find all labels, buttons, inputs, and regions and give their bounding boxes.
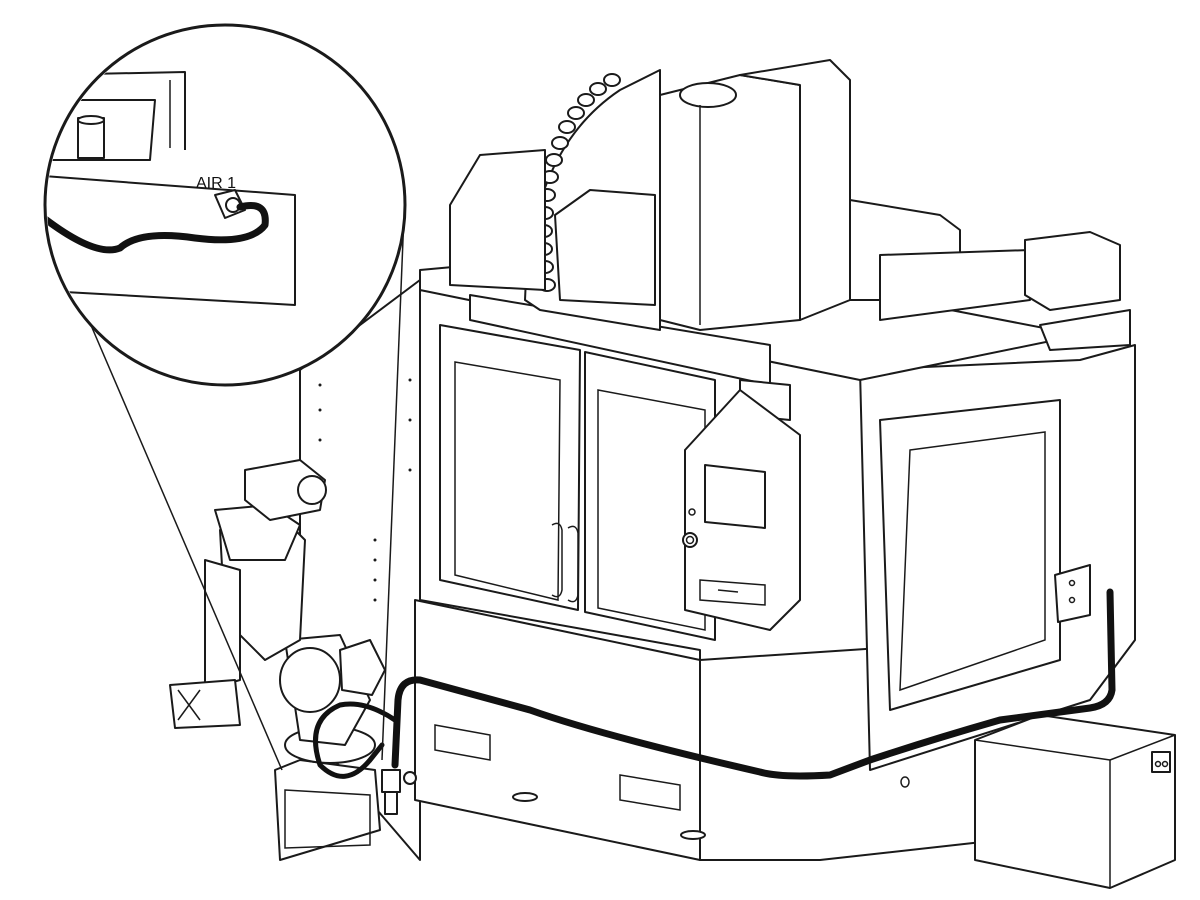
side-door[interactable] <box>879 399 1061 711</box>
top-right-box <box>1024 231 1121 311</box>
pendant-screen[interactable] <box>704 464 766 529</box>
base-access-panel-center <box>619 774 681 811</box>
zoomed-air-hose <box>47 202 269 254</box>
callout-leader-line <box>77 294 283 771</box>
callout-leader-line <box>381 189 406 761</box>
right-door-handle[interactable] <box>567 525 579 603</box>
robot-pedestal <box>274 759 381 861</box>
base-access-panel-left <box>434 724 491 761</box>
electrical-cabinet <box>974 714 1176 889</box>
rear-cabinets <box>849 199 1131 351</box>
tool-changer-arm-cover <box>554 189 656 306</box>
robot-arm <box>169 459 386 861</box>
robot-forearm <box>204 559 241 691</box>
left-door[interactable] <box>439 324 581 611</box>
top-right-base <box>1039 309 1131 351</box>
robot-wrist <box>244 459 326 521</box>
emergency-stop-button[interactable] <box>682 532 698 548</box>
spindle-head-column <box>659 74 801 331</box>
zoomed-panel <box>47 174 296 306</box>
cabinet-box <box>974 714 1176 889</box>
detail-callout: AIR 1 <box>43 23 407 771</box>
leveling-foot <box>512 792 538 802</box>
right-door[interactable] <box>584 351 716 641</box>
robot-wrist-joint <box>297 475 327 505</box>
panel-fasteners <box>318 378 412 602</box>
robot-joint-2 <box>279 647 341 713</box>
control-pendant <box>682 379 801 631</box>
left-door-handle[interactable] <box>551 522 563 598</box>
conveyor-housing <box>879 249 1031 321</box>
tool-carousel <box>449 69 661 331</box>
filter-bowl <box>384 791 398 815</box>
front-doors <box>439 294 771 641</box>
carousel-cover <box>449 149 546 291</box>
regulator-gauge <box>403 771 417 785</box>
leveling-foot <box>680 830 706 840</box>
robot-motor <box>339 639 386 696</box>
air-filter-regulator <box>381 769 417 815</box>
spindle-head <box>659 59 851 331</box>
air-hose-robot-branch <box>313 701 398 779</box>
spindle-motor-top <box>679 82 737 108</box>
air-hose <box>391 588 1116 780</box>
regulator-body <box>381 769 401 793</box>
air-1-port-label: AIR 1 <box>196 175 236 192</box>
junction-box <box>1054 564 1091 623</box>
robot-gripper[interactable] <box>169 679 241 729</box>
